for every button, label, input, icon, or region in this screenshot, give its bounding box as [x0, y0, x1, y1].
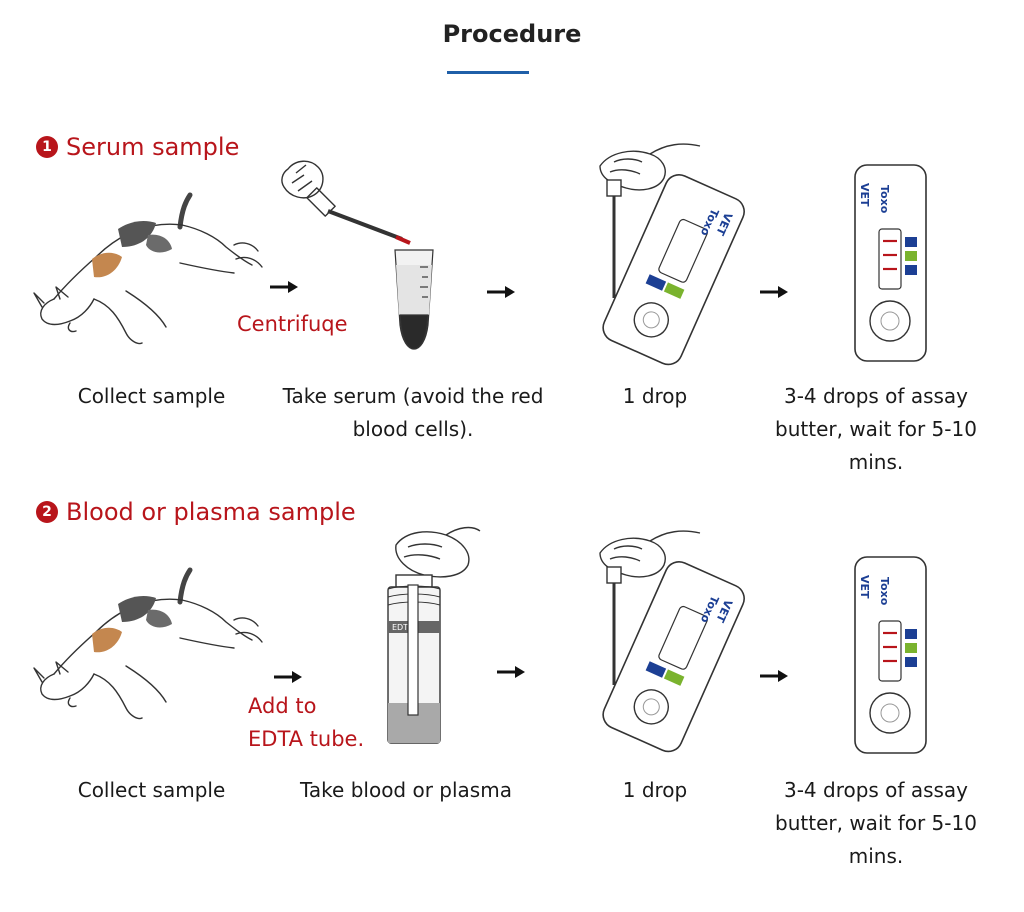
cassette-result-illustration: VET Toxo: [854, 164, 927, 362]
edta-tube-label: EDTA: [392, 623, 413, 632]
section-number-badge: 2: [36, 501, 58, 523]
note-edta-tube: Add to EDTA tube.: [248, 694, 365, 751]
arrow-right-icon: [274, 671, 302, 683]
arrow-right-icon: [487, 286, 515, 298]
step-caption: Collect sample: [77, 778, 226, 802]
arrow-right-icon: [497, 666, 525, 678]
section-heading-blood: 2 Blood or plasma sample: [36, 498, 356, 526]
cassette-test-name: Toxo: [878, 185, 891, 214]
section-number-badge: 1: [36, 136, 58, 158]
section-heading-text: Blood or plasma sample: [66, 498, 356, 526]
cassette-test-name: Toxo: [878, 577, 891, 606]
cassette-drop-illustration: VET Toxo: [599, 530, 745, 753]
step-caption: 3-4 drops of assay butter, wait for 5-10…: [775, 778, 977, 868]
cassette-brand: VET: [858, 575, 871, 599]
step-caption: 1 drop: [622, 778, 688, 802]
step-caption: Take blood or plasma: [300, 778, 512, 802]
cassette-result-illustration: VET Toxo: [854, 556, 927, 754]
note-centrifuge: Centrifuqe: [237, 312, 348, 336]
arrow-right-icon: [270, 281, 298, 293]
edta-tube-illustration: EDTA: [387, 526, 481, 744]
pipette-and-tube-illustration: [281, 160, 434, 350]
title-underline: [447, 71, 529, 74]
step-caption: 3-4 drops of assay butter, wait for 5-10…: [775, 384, 977, 474]
arrow-right-icon: [760, 670, 788, 682]
arrow-right-icon: [760, 286, 788, 298]
cat-illustration: [33, 567, 263, 720]
cassette-brand: VET: [858, 183, 871, 207]
section-heading-text: Serum sample: [66, 133, 240, 161]
cassette-drop-illustration: VET Toxo: [599, 143, 745, 366]
page-title: Procedure: [442, 20, 582, 48]
section-heading-serum: 1 Serum sample: [36, 133, 239, 161]
step-caption: Collect sample: [77, 384, 226, 408]
step-caption: 1 drop: [622, 384, 688, 408]
step-caption: Take serum (avoid the red blood cells).: [282, 384, 544, 441]
cat-illustration: [33, 192, 263, 345]
